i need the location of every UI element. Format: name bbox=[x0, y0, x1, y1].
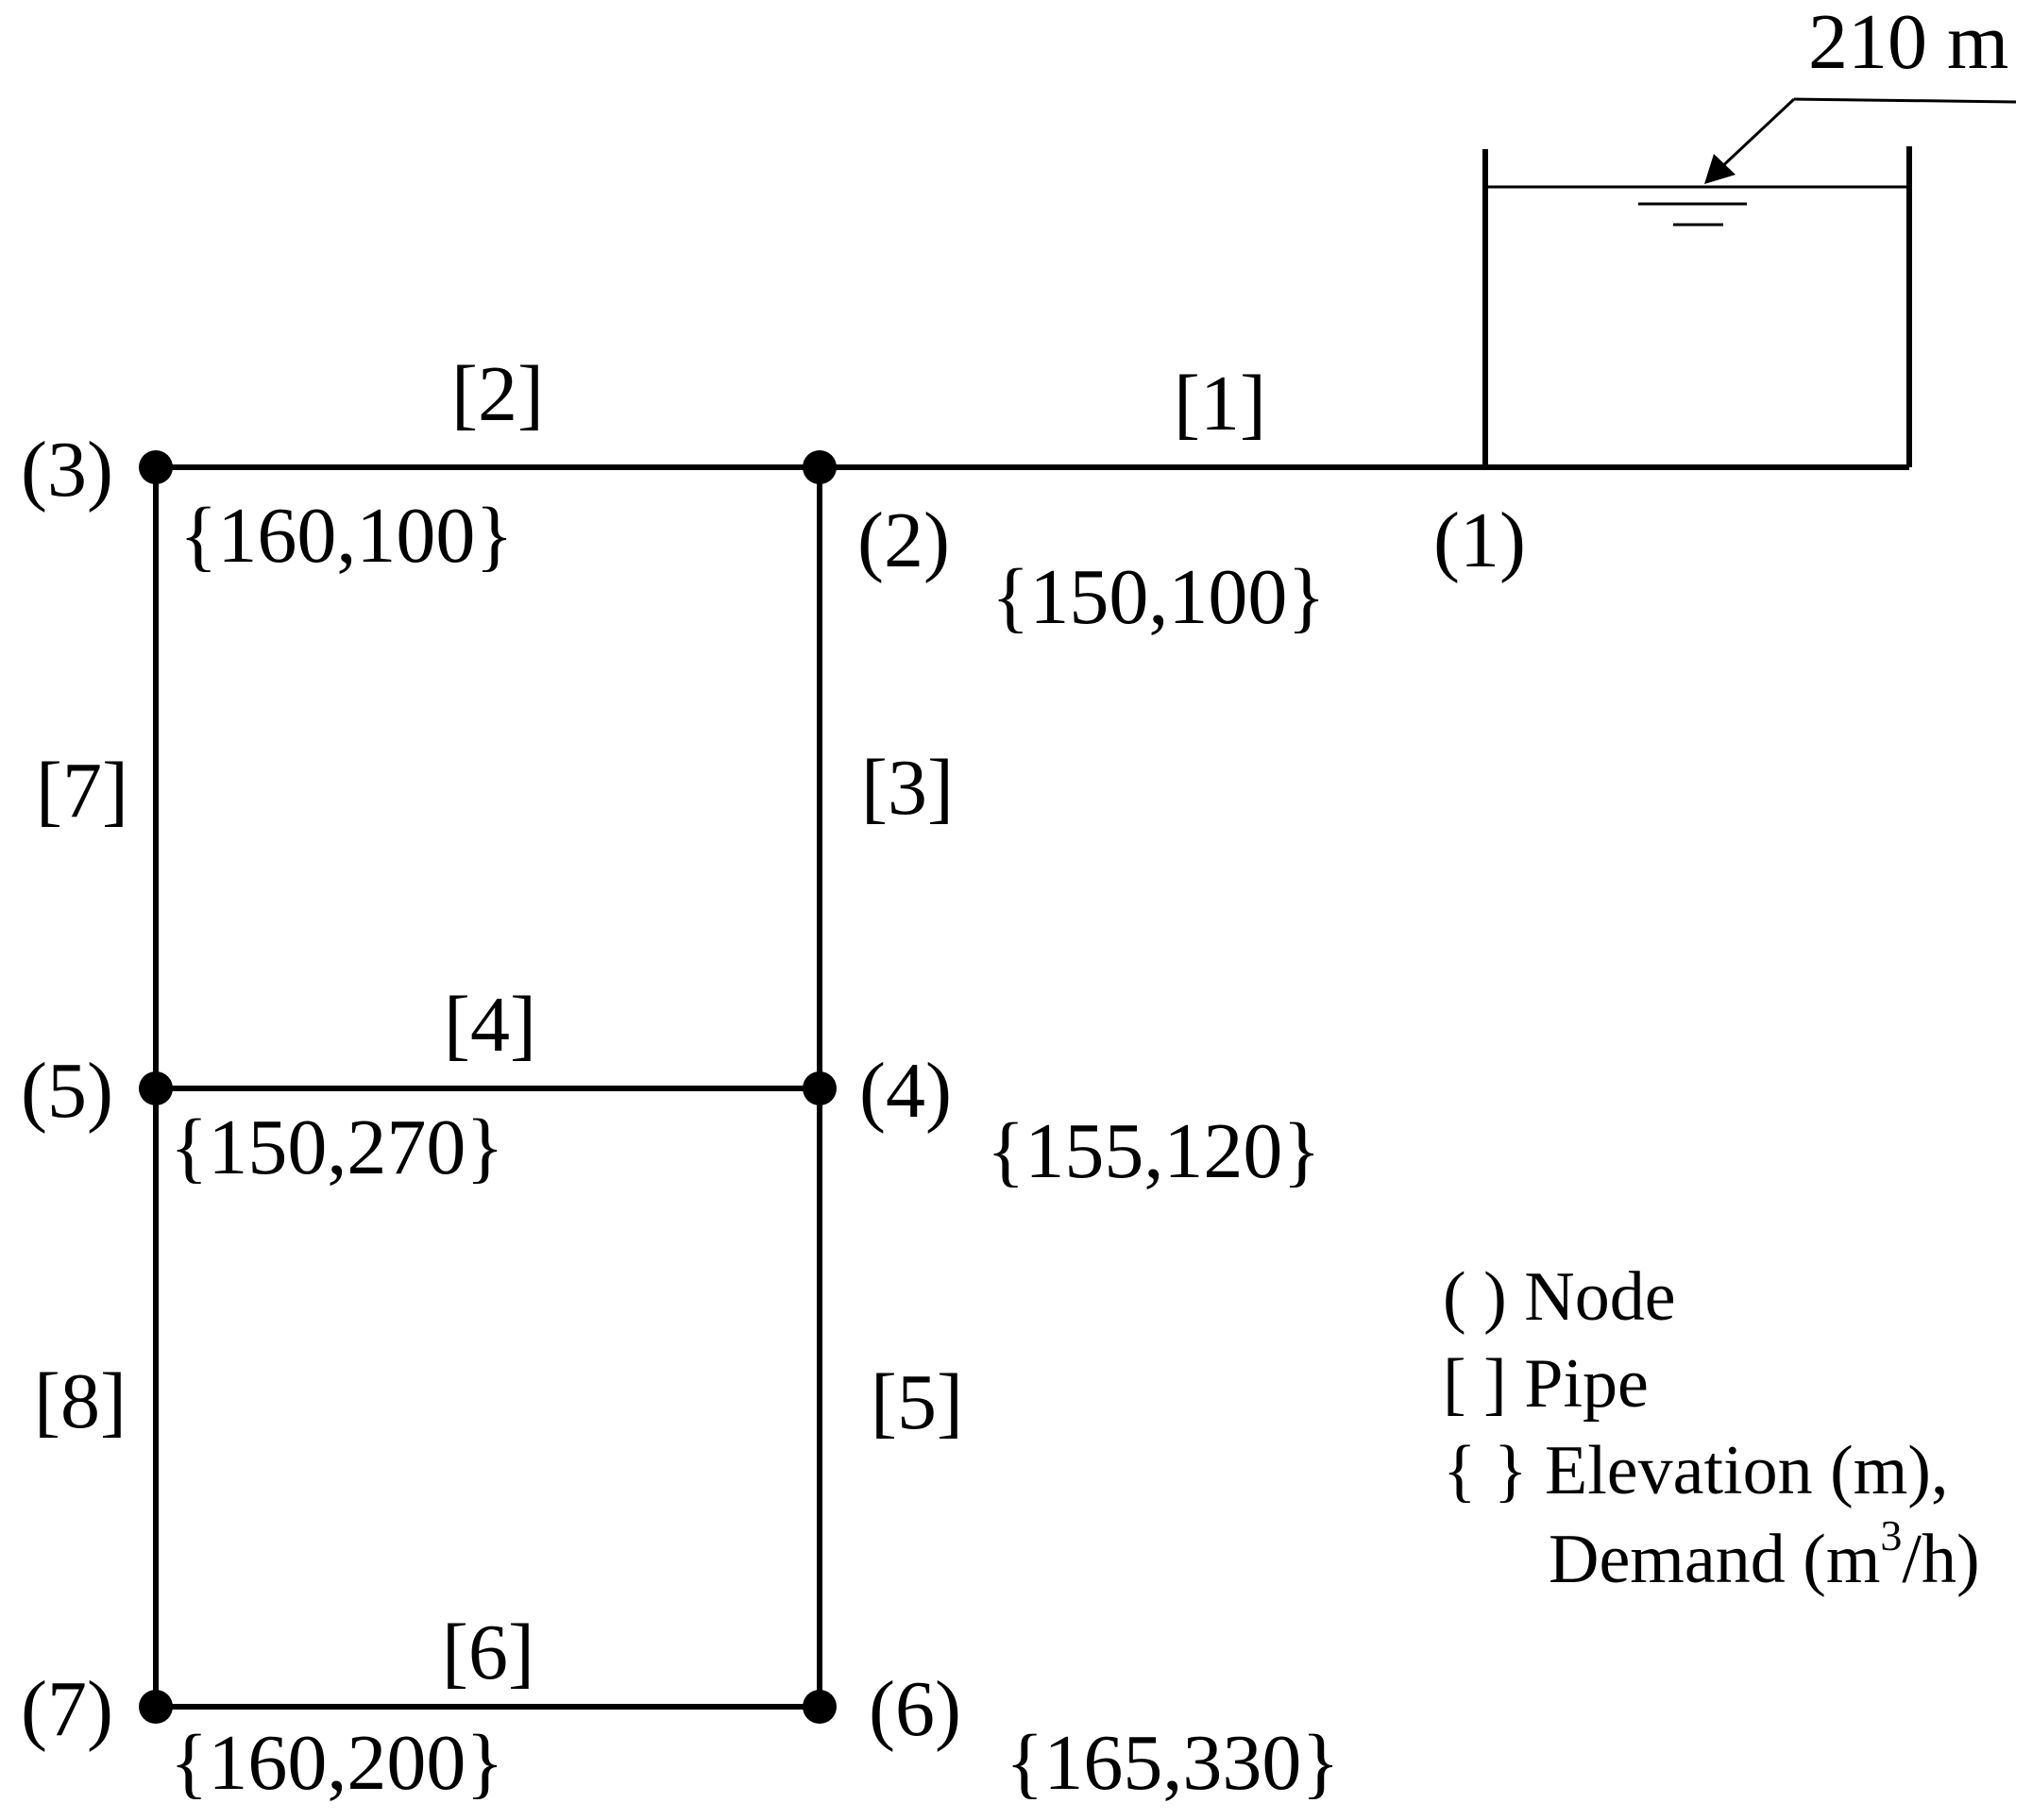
node-3-data: {160,100} bbox=[179, 492, 514, 580]
legend-demand-text: Demand (m bbox=[1549, 1521, 1880, 1598]
node-5-label: (5) bbox=[21, 1047, 113, 1135]
legend-demand-unit: /h) bbox=[1902, 1521, 1979, 1598]
node-6-data: {165,330} bbox=[1006, 1719, 1340, 1807]
node-7-data: {160,200} bbox=[170, 1719, 504, 1807]
node-7-label: (7) bbox=[21, 1665, 113, 1753]
node-5-data: {150,270} bbox=[170, 1104, 504, 1191]
node-2-data: {150,100} bbox=[991, 553, 1326, 641]
pipe-labels: [1] [2] [3] [4] [5] [6] [7] [8] bbox=[34, 350, 1266, 1696]
node-3-dot bbox=[139, 450, 173, 484]
legend-node: ( ) Node bbox=[1443, 1258, 1676, 1336]
legend-demand: Demand (m3/h) bbox=[1549, 1511, 1980, 1598]
node-3-label: (3) bbox=[21, 426, 113, 514]
node-7-dot bbox=[139, 1690, 173, 1724]
pipes bbox=[153, 464, 1485, 1710]
legend-elevation: { } Elevation (m), bbox=[1443, 1432, 1948, 1509]
pipe-3-label: [3] bbox=[861, 744, 954, 832]
legend-demand-superscript: 3 bbox=[1880, 1511, 1902, 1559]
node-4-label: (4) bbox=[859, 1047, 952, 1135]
level-arrow-head bbox=[1704, 154, 1736, 184]
pipe-4-label: [4] bbox=[444, 981, 536, 1069]
pipe-6-label: [6] bbox=[442, 1609, 534, 1696]
reservoir: 210 m bbox=[1482, 0, 2017, 470]
legend: ( ) Node [ ] Pipe { } Elevation (m), Dem… bbox=[1443, 1258, 1980, 1598]
legend-pipe: [ ] Pipe bbox=[1443, 1345, 1649, 1423]
pipe-2-label: [2] bbox=[451, 350, 544, 438]
node-1-label: (1) bbox=[1433, 497, 1526, 584]
node-6-dot bbox=[803, 1690, 837, 1724]
node-4-data: {155,120} bbox=[987, 1107, 1321, 1195]
pipe-1-label: [1] bbox=[1174, 360, 1266, 447]
pipe-5-label: [5] bbox=[871, 1358, 963, 1446]
node-6-label: (6) bbox=[869, 1665, 961, 1753]
node-5-dot bbox=[139, 1071, 173, 1105]
node-labels: (1) (2) {150,100} (3) {160,100} (4) {155… bbox=[21, 426, 1526, 1807]
node-2-label: (2) bbox=[857, 497, 950, 584]
level-leader-line bbox=[1793, 97, 2017, 104]
pipe-7-label: [7] bbox=[36, 747, 128, 834]
node-2-dot bbox=[803, 450, 837, 484]
level-arrow-shaft bbox=[1717, 97, 1796, 172]
reservoir-level-label: 210 m bbox=[1808, 0, 2008, 86]
pipe-8-label: [8] bbox=[34, 1357, 127, 1445]
junctions bbox=[139, 450, 837, 1724]
node-4-dot bbox=[803, 1071, 837, 1105]
